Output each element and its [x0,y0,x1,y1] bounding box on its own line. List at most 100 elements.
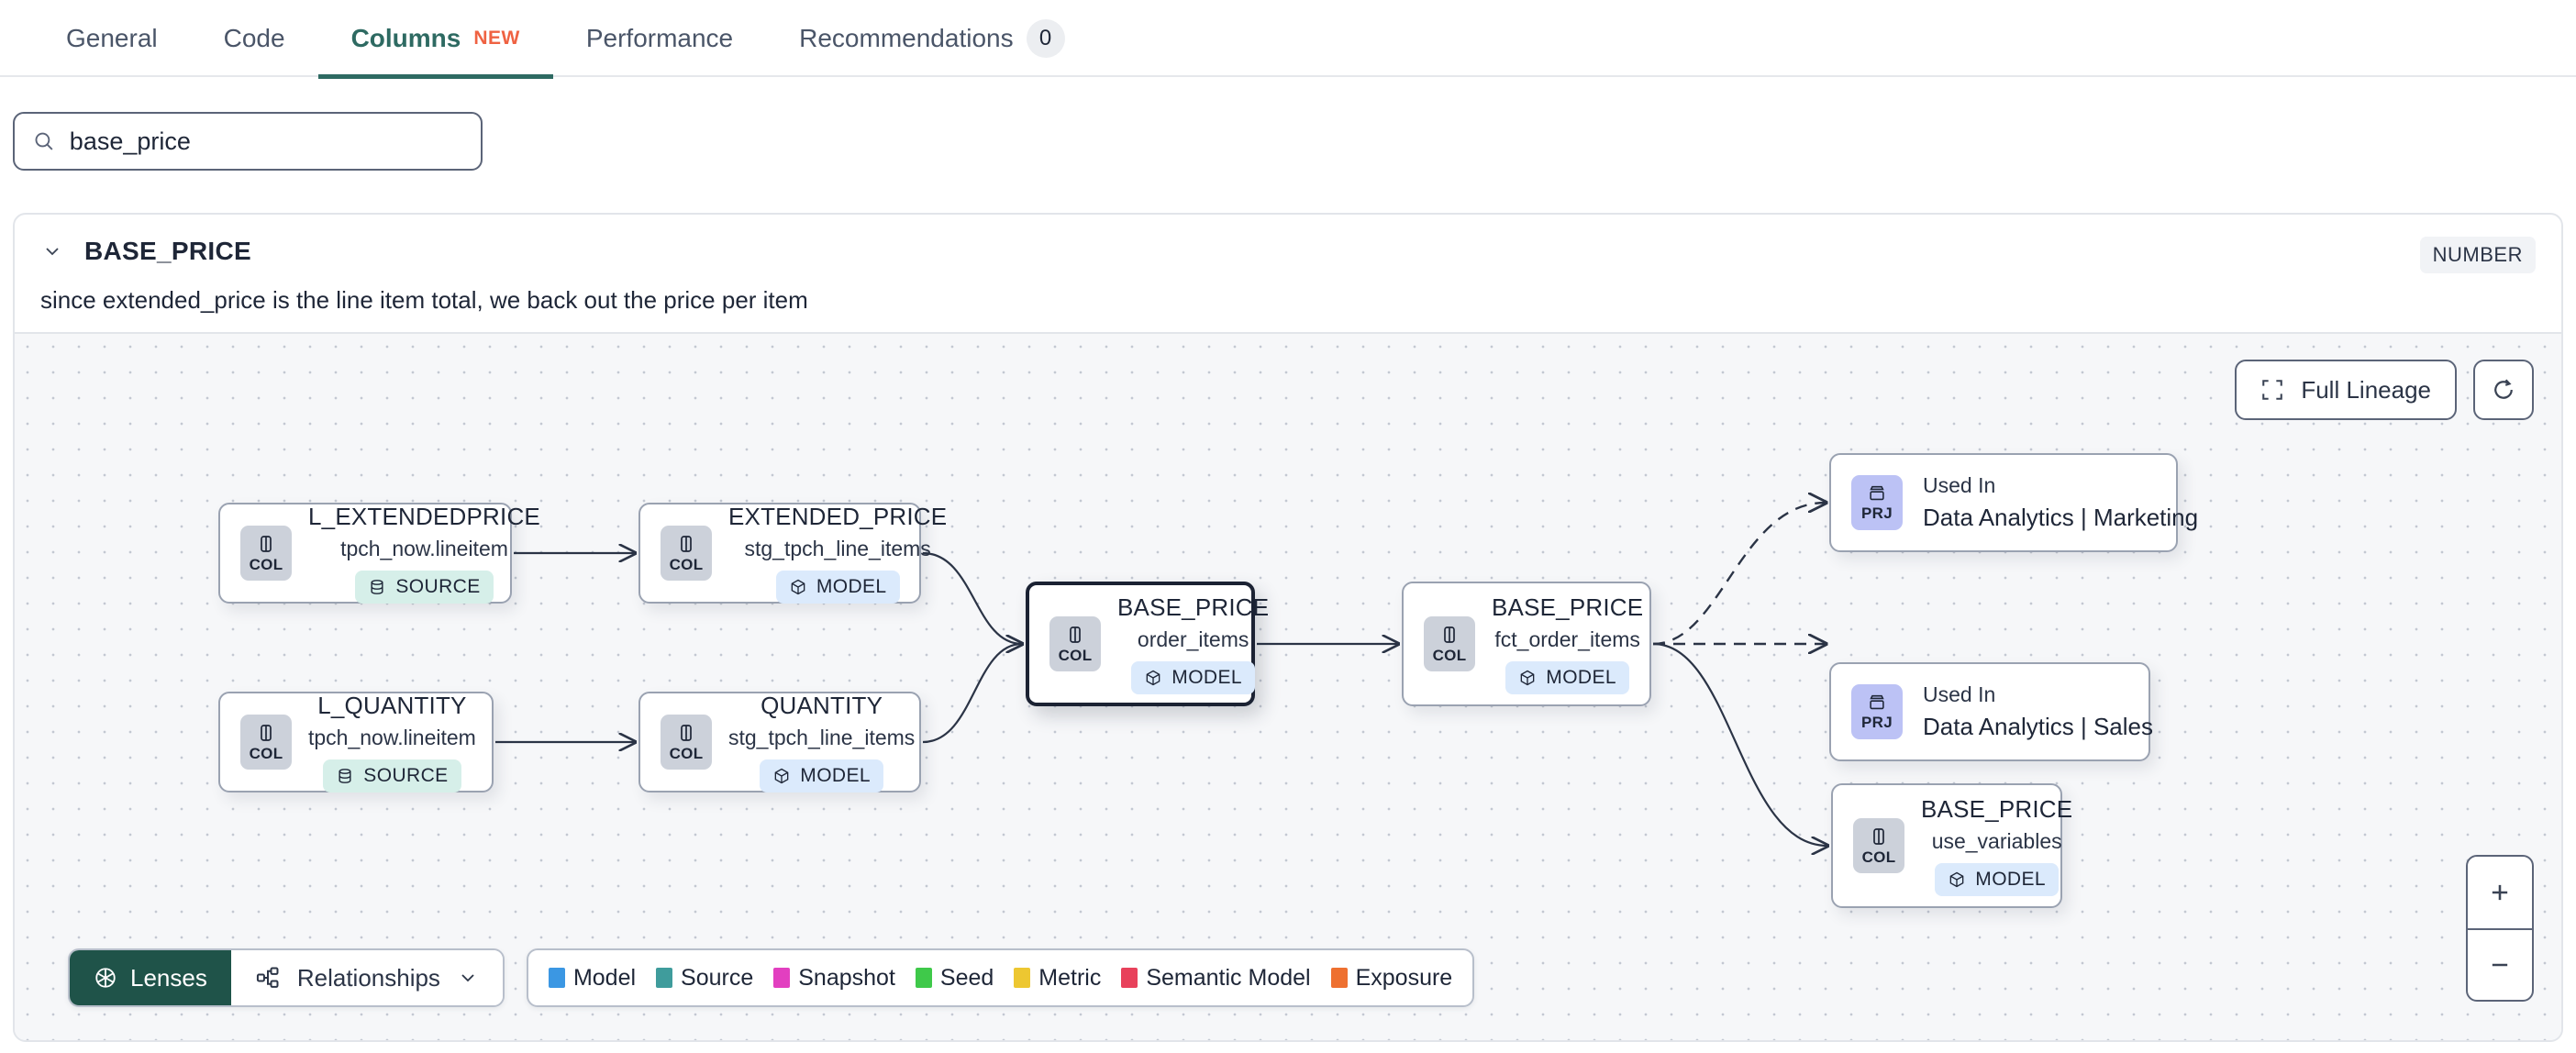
expand-icon [2262,380,2283,400]
col-icon: COL [661,715,712,770]
tab-general[interactable]: General [33,0,191,77]
node-type-badge: MODEL [1131,661,1255,694]
col-icon-label: COL [249,744,283,762]
legend-item[interactable]: Model [548,965,636,992]
relationships-icon [256,967,279,988]
tab-bar: General Code Columns NEW Performance Rec… [0,0,2576,79]
lineage-node-project-sales[interactable]: PRJ Used In Data Analytics | Sales [1829,662,2153,761]
prj-icon: PRJ [1851,684,1903,739]
lineage-node-project-marketing[interactable]: PRJ Used In Data Analytics | Marketing [1829,453,2198,552]
legend-swatch [1121,968,1138,988]
lineage-node-base-price-use-variables[interactable]: COL BASE_PRICE use_variables MODEL [1831,783,2072,908]
database-icon [339,769,351,783]
node-name: L_EXTENDEDPRICE [308,503,540,530]
node-type-badge: MODEL [1935,863,2059,896]
col-icon: COL [1049,616,1101,671]
page-title: BASE_PRICE [84,237,251,265]
project-name: Data Analytics | Sales [1923,713,2153,740]
refresh-icon [2494,379,2513,399]
zoom-in-button[interactable] [2468,857,2532,928]
lineage-node-extended-price[interactable]: COL EXTENDED_PRICE stg_tpch_line_items M… [638,503,947,604]
legend-swatch [656,968,673,988]
relationships-label: Relationships [296,963,440,992]
tab-performance[interactable]: Performance [553,0,766,77]
node-subtitle: stg_tpch_line_items [728,726,916,749]
node-name: EXTENDED_PRICE [728,503,948,530]
tab-label: Performance [585,24,734,52]
node-subtitle: order_items [1137,627,1249,651]
col-icon: COL [240,526,292,581]
node-type-badge: SOURCE [323,759,461,793]
legend-item[interactable]: Metric [1014,965,1101,992]
legend-swatch [915,968,932,988]
tab-recommendations[interactable]: Recommendations 0 [766,0,1097,77]
column-header: BASE_PRICE NUMBER since extended_price i… [15,215,2561,332]
search-input[interactable] [69,127,462,156]
tab-label: General [66,24,158,52]
tab-label: Recommendations [799,24,1014,52]
legend-label: Exposure [1355,964,1453,991]
col-icon-label: COL [669,555,704,573]
prj-icon-label: PRJ [1861,713,1893,731]
legend-label: Snapshot [798,964,895,991]
tab-label: Code [223,24,285,52]
col-icon: COL [1424,616,1475,671]
lineage-node-l-extendedprice[interactable]: COL L_EXTENDEDPRICE tpch_now.lineitem SO… [218,503,540,604]
full-lineage-button[interactable]: Full Lineage [2235,360,2457,420]
legend-item[interactable]: Source [656,965,753,992]
full-lineage-label: Full Lineage [2301,375,2431,404]
node-name: BASE_PRICE [1921,795,2073,823]
node-badge-label: SOURCE [395,576,481,597]
node-name: L_QUANTITY [317,692,467,719]
edge-quantity-base_price [922,644,1022,744]
column-type-badge: NUMBER [2419,237,2536,273]
aperture-icon [95,968,116,988]
node-type-badge: MODEL [1505,661,1629,694]
node-badge-label: SOURCE [363,765,449,786]
lineage-canvas[interactable]: COL L_EXTENDEDPRICE tpch_now.lineitem SO… [15,332,2561,1040]
lineage-node-quantity[interactable]: COL QUANTITY stg_tpch_line_items MODEL [638,692,921,793]
legend-label: Seed [939,964,994,991]
col-icon-label: COL [669,744,704,762]
legend-item[interactable]: Snapshot [773,965,895,992]
lineage-node-base-price-fct-order-items[interactable]: COL BASE_PRICE fct_order_items MODEL [1402,582,1651,706]
col-icon: COL [1853,818,1904,873]
column-detail-panel: BASE_PRICE NUMBER since extended_price i… [13,213,2563,1042]
col-icon-label: COL [1058,646,1093,664]
legend-swatch [1014,968,1031,988]
tab-columns[interactable]: Columns NEW [317,0,554,79]
node-subtitle: fct_order_items [1494,627,1640,651]
zoom-out-button[interactable] [2468,928,2532,1000]
legend-item[interactable]: Seed [915,964,994,992]
node-name: BASE_PRICE [1492,593,1644,621]
search-box[interactable] [13,112,483,171]
legend-label: Metric [1038,964,1102,991]
edge-fct-prj_marketing [1652,503,1826,646]
recommendations-count-badge: 0 [1026,19,1065,58]
node-badge-label: MODEL [816,576,887,597]
prj-icon: PRJ [1851,475,1903,530]
tab-label: Columns [350,24,461,52]
col-icon-label: COL [1861,848,1896,866]
lenses-button[interactable]: Lenses [70,950,231,1005]
canvas-bottom-bar: Lenses Relationships [68,948,1475,1007]
legend-item[interactable]: Semantic Model [1121,964,1311,992]
legend-swatch [1330,968,1348,988]
legend-item[interactable]: Exposure [1330,964,1453,992]
node-type-badge: MODEL [775,571,900,604]
node-type-badge: MODEL [760,759,883,793]
relationships-button[interactable]: Relationships [230,950,503,1005]
canvas-top-controls: Full Lineage [2235,360,2534,420]
lenses-relationships-group: Lenses Relationships [68,948,505,1007]
node-badge-label: MODEL [800,765,871,786]
chevron-down-icon[interactable] [40,239,64,263]
cube-icon [1520,670,1535,686]
refresh-button[interactable] [2473,360,2534,420]
cube-icon [1949,871,1964,888]
legend-label: Semantic Model [1146,964,1311,991]
node-badge-label: MODEL [1171,667,1242,688]
tab-code[interactable]: Code [191,0,318,77]
node-subtitle: use_variables [1931,829,2062,853]
lineage-node-base-price-order-items[interactable]: COL BASE_PRICE order_items MODEL [1026,582,1269,706]
lineage-node-l-quantity[interactable]: COL L_QUANTITY tpch_now.lineitem SOURCE [218,692,494,793]
